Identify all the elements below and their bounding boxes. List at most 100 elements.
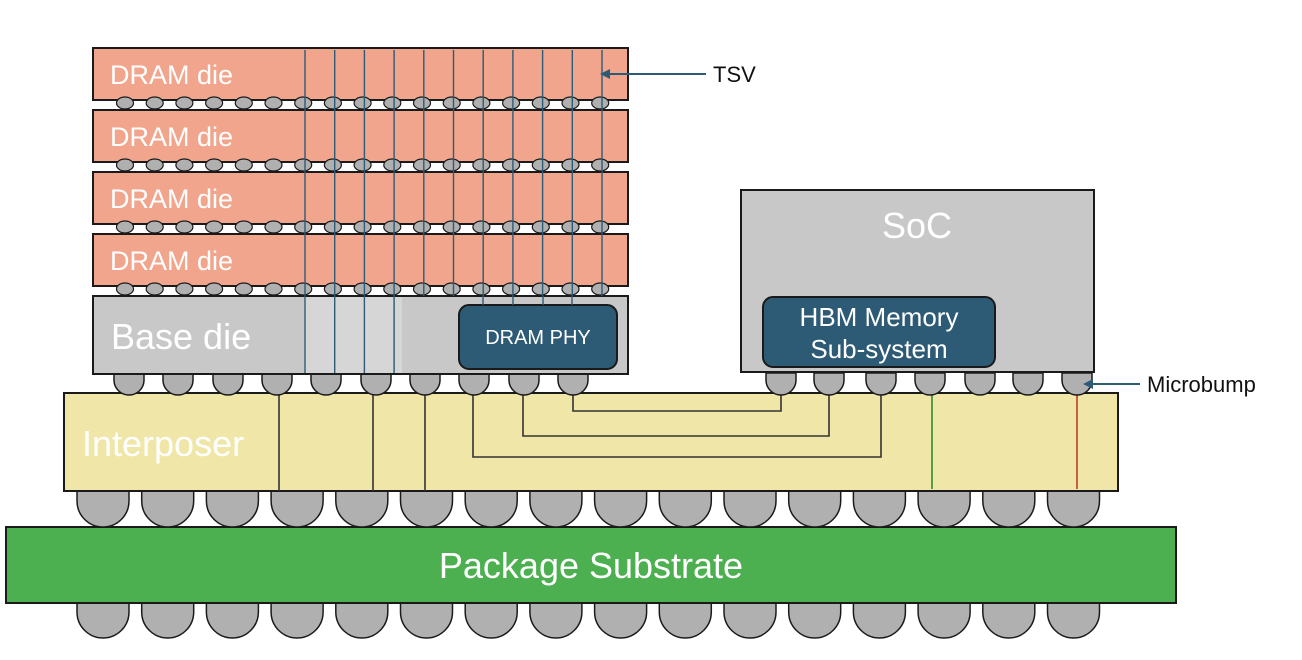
microbump <box>508 372 540 396</box>
tsv-callout-label: TSV <box>713 62 756 87</box>
die-microbump <box>591 158 610 172</box>
die-microbump <box>442 282 461 296</box>
die-microbump <box>145 282 164 296</box>
die-microbump <box>323 220 342 234</box>
microbump <box>765 372 797 396</box>
microbump <box>1012 372 1044 396</box>
microbump <box>212 372 244 396</box>
phy-route-outer <box>472 393 882 458</box>
die-microbump <box>294 282 313 296</box>
die-microbump <box>561 220 580 234</box>
interposer-wires <box>278 393 882 491</box>
hbm-label-line1: HBM Memory <box>800 302 959 332</box>
die-microbump <box>145 96 164 110</box>
bga-ball <box>723 599 777 639</box>
die-microbump <box>353 220 372 234</box>
die-microbump <box>561 158 580 172</box>
microbump <box>310 372 342 396</box>
c4-bumps <box>76 488 1101 528</box>
die-microbump <box>442 96 461 110</box>
die-microbump <box>264 220 283 234</box>
microbump <box>865 372 897 396</box>
microbump <box>964 372 996 396</box>
soc-label: SoC <box>882 205 952 246</box>
c4-bump <box>464 488 518 528</box>
die-microbump <box>383 158 402 172</box>
die-microbump <box>531 158 550 172</box>
inter-die-microbumps <box>115 96 610 296</box>
die-microbump <box>472 158 491 172</box>
die-microbump <box>412 96 432 110</box>
die-microbump <box>234 158 253 172</box>
c4-bump <box>270 488 324 528</box>
bga-ball <box>658 599 713 639</box>
c4-bump <box>917 488 971 528</box>
c4-bump <box>335 488 389 528</box>
die-microbump <box>472 220 491 234</box>
die-microbump <box>175 96 194 110</box>
c4-bump <box>852 488 907 528</box>
bga-ball <box>335 599 389 639</box>
c4-bump <box>76 488 130 528</box>
die-microbump <box>264 158 283 172</box>
die-microbump <box>294 96 313 110</box>
die-microbump <box>442 220 461 234</box>
bga-ball <box>982 599 1036 639</box>
die-microbump <box>323 158 342 172</box>
bga-ball <box>852 599 907 639</box>
microbump <box>360 372 392 396</box>
bga-ball <box>1046 599 1101 639</box>
phy-route-inner <box>572 393 782 412</box>
die-microbump <box>115 220 135 234</box>
die-microbump <box>205 158 224 172</box>
c4-bump <box>593 488 648 528</box>
die-microbump <box>353 282 372 296</box>
die-microbump <box>264 282 283 296</box>
die-microbump <box>205 282 224 296</box>
bga-ball <box>205 599 260 639</box>
tsv-callout-arrowhead <box>600 69 610 79</box>
die-microbump <box>502 220 521 234</box>
die-microbump <box>412 158 432 172</box>
die-microbump <box>531 220 550 234</box>
microbump <box>557 372 589 396</box>
die-microbump <box>175 158 194 172</box>
die-microbump <box>561 282 580 296</box>
interposer-label: Interposer <box>82 423 244 464</box>
c4-bump <box>658 488 713 528</box>
die-microbump <box>353 158 372 172</box>
microbump <box>113 372 145 396</box>
bga-ball <box>399 599 454 639</box>
die-microbump <box>502 158 521 172</box>
die-microbump <box>175 282 194 296</box>
bga-ball <box>917 599 971 639</box>
bga-balls <box>76 599 1101 639</box>
base-die-tsv-region <box>304 297 402 373</box>
die-microbump <box>531 96 550 110</box>
die-microbump <box>383 282 402 296</box>
die-microbump <box>205 220 224 234</box>
microbump-callout-label: Microbump <box>1147 372 1256 397</box>
package-substrate-label: Package Substrate <box>439 545 743 586</box>
bga-ball <box>140 599 195 639</box>
die-microbump <box>383 96 402 110</box>
dram-phy-label: DRAM PHY <box>485 327 591 349</box>
die-microbump <box>502 96 521 110</box>
c4-bump <box>399 488 454 528</box>
die-microbump <box>472 282 491 296</box>
tsv-lines <box>304 50 603 373</box>
die-microbump <box>531 282 550 296</box>
microbumps-soc <box>765 372 1093 396</box>
microbump-callout-arrowhead <box>1083 379 1093 389</box>
c4-bump <box>140 488 195 528</box>
c4-bump <box>982 488 1036 528</box>
die-microbump <box>323 282 342 296</box>
die-microbump <box>561 96 580 110</box>
dram-die-2 <box>92 109 629 163</box>
microbump <box>813 372 845 396</box>
c4-bump <box>787 488 842 528</box>
phy-route-middle <box>522 393 830 437</box>
die-microbump <box>353 96 372 110</box>
die-microbump <box>234 220 253 234</box>
